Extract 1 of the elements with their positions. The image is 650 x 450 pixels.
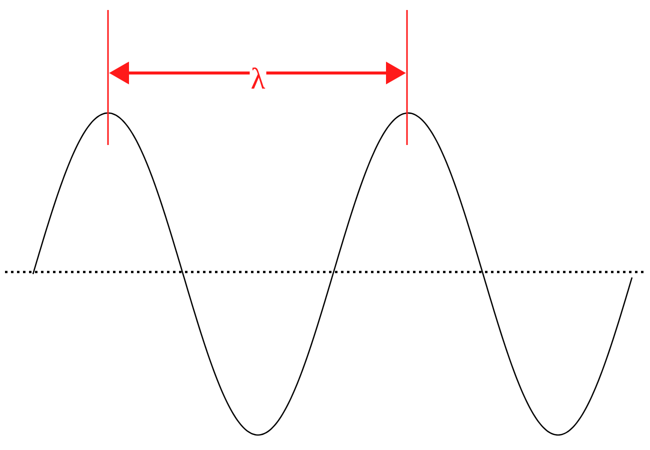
dimension-label: λ xyxy=(250,66,266,90)
